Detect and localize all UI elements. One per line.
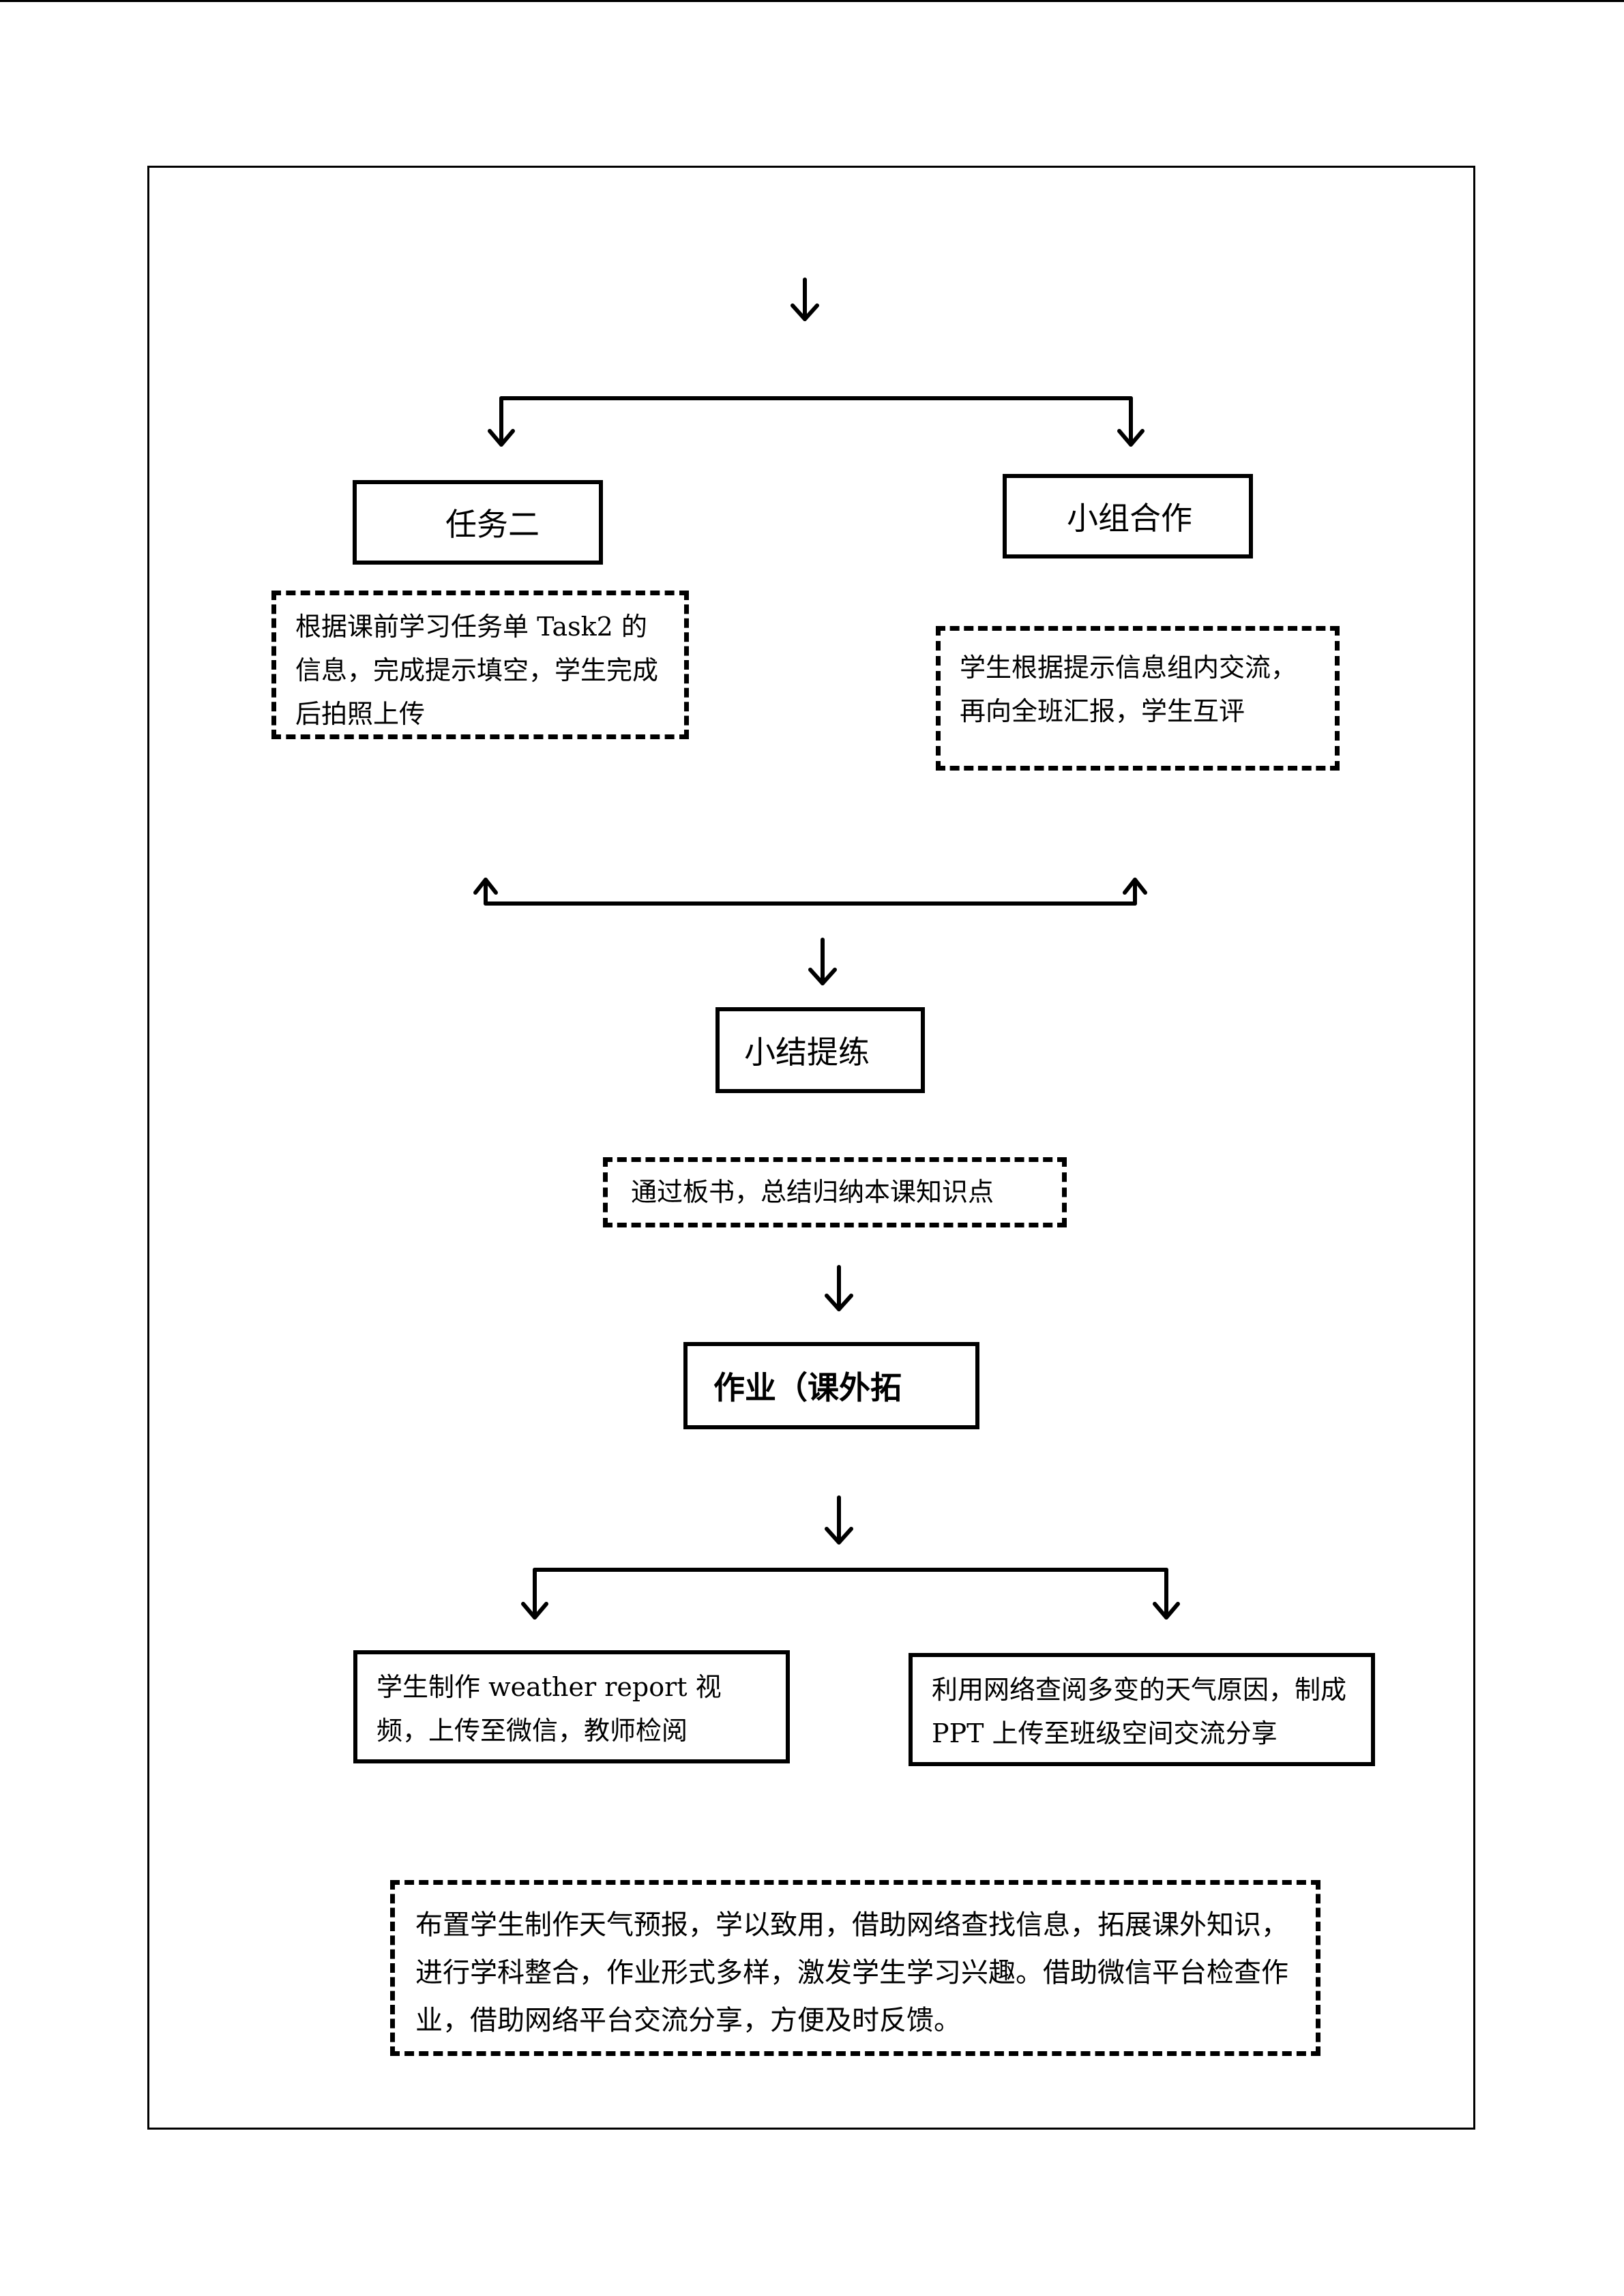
merge-connector (473, 878, 1147, 906)
task2-desc-box: 根据课前学习任务单 Task2 的信息，完成提示填空，学生完成后拍照上传 (271, 591, 689, 739)
arrow-to-homework (825, 1265, 853, 1311)
summary-desc: 通过板书，总结归纳本课知识点 (631, 1177, 994, 1207)
design-note-box: 布置学生制作天气预报，学以致用，借助网络查找信息，拓展课外知识，进行学科整合，作… (390, 1880, 1320, 2056)
hw-left-box: 学生制作 weather report 视频，上传至微信，教师检阅 (353, 1650, 790, 1763)
task2-desc: 根据课前学习任务单 Task2 的信息，完成提示填空，学生完成后拍照上传 (295, 612, 659, 729)
arrow-top-incoming (791, 278, 819, 321)
summary-box: 小结提练 (715, 1007, 925, 1093)
arrow-to-summary (808, 938, 837, 985)
branch-connector-bottom (521, 1568, 1180, 1620)
task2-box: 任务二 (353, 480, 603, 565)
group-title: 小组合作 (1067, 500, 1192, 537)
hw-left-desc: 学生制作 weather report 视频，上传至微信，教师检阅 (377, 1672, 722, 1746)
homework-title: 作业（课外拓 (713, 1369, 902, 1406)
hw-right-desc: 利用网络查阅多变的天气原因，制成 PPT 上传至班级空间交流分享 (932, 1675, 1347, 1748)
task2-title: 任务二 (445, 506, 540, 543)
page-top-rule (0, 0, 1624, 2)
page-border (147, 166, 1475, 2130)
branch-connector-top (488, 396, 1145, 447)
group-desc: 学生根据提示信息组内交流，再向全班汇报，学生互评 (960, 653, 1297, 726)
group-box: 小组合作 (1003, 474, 1253, 558)
design-note-text: 布置学生制作天气预报，学以致用，借助网络查找信息，拓展课外知识，进行学科整合，作… (415, 1909, 1288, 2036)
arrow-homework-down (825, 1495, 853, 1545)
hw-right-box: 利用网络查阅多变的天气原因，制成 PPT 上传至班级空间交流分享 (909, 1653, 1375, 1766)
summary-desc-box: 通过板书，总结归纳本课知识点 (603, 1157, 1067, 1227)
summary-title: 小结提练 (744, 1034, 870, 1071)
homework-box: 作业（课外拓 (683, 1342, 979, 1429)
group-desc-box: 学生根据提示信息组内交流，再向全班汇报，学生互评 (936, 626, 1340, 771)
